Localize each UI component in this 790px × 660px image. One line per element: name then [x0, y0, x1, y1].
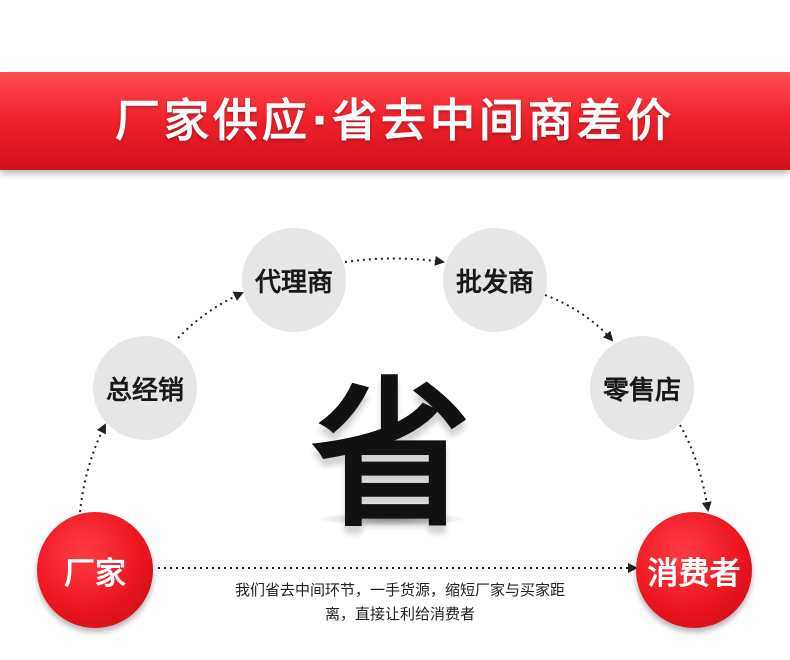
caption: 我们省去中间环节，一手货源，缩短厂家与买家距 离，直接让利给消费者 [175, 578, 625, 626]
caption-line-2: 离，直接让利给消费者 [324, 605, 475, 623]
node-manufacturer: 厂家 [37, 512, 153, 628]
node-manufacturer-label: 厂家 [64, 555, 126, 592]
center-character: 省 [310, 362, 471, 549]
node-retailer: 零售店 [590, 336, 694, 440]
node-distributor: 总经销 [93, 336, 197, 440]
node-retailer-label: 零售店 [602, 375, 681, 406]
arrow-agent-to-wholesaler [344, 255, 445, 266]
node-wholesaler-label: 批发商 [455, 267, 534, 298]
arrow-manufacturer-to-distributor [79, 423, 106, 513]
node-consumer-label: 消费者 [647, 555, 741, 592]
banner-title: 厂家供应·省去中间商差价 [114, 94, 676, 147]
center-char-shadow [316, 512, 466, 526]
node-distributor-label: 总经销 [105, 375, 184, 406]
node-wholesaler: 批发商 [443, 228, 547, 332]
arrow-distributor-to-agent [177, 291, 244, 339]
arrow-wholesaler-to-retailer [544, 294, 614, 342]
node-agent-label: 代理商 [254, 267, 333, 298]
arrow-retailer-to-consumer [679, 424, 712, 512]
node-agent: 代理商 [242, 228, 346, 332]
node-consumer: 消费者 [636, 512, 752, 628]
caption-line-1: 我们省去中间环节，一手货源，缩短厂家与买家距 [234, 581, 565, 599]
header-banner: 厂家供应·省去中间商差价 [0, 72, 790, 170]
